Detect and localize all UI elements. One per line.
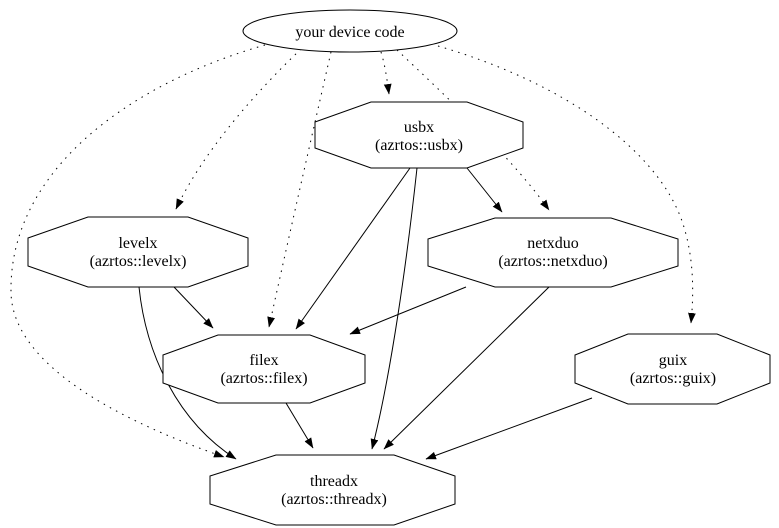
device-ellipse bbox=[242, 9, 458, 53]
node-device: your device code bbox=[242, 9, 458, 53]
guix-octagon bbox=[574, 333, 771, 405]
edge-usbx-threadx bbox=[370, 167, 418, 450]
node-guix: guix (azrtos::guix) bbox=[574, 333, 771, 405]
netxduo-label: netxduo bbox=[527, 235, 579, 252]
usbx-octagon bbox=[314, 101, 524, 169]
edge-usbx-netxduo bbox=[466, 167, 503, 213]
node-usbx: usbx (azrtos::usbx) bbox=[314, 101, 524, 169]
edge-group bbox=[10, 44, 696, 460]
levelx-label: levelx bbox=[118, 235, 157, 252]
edge-guix-threadx bbox=[425, 397, 593, 460]
levelx-octagon bbox=[27, 216, 249, 288]
node-levelx: levelx (azrtos::levelx) bbox=[27, 216, 249, 288]
usbx-label: usbx bbox=[404, 119, 434, 136]
edge-device-levelx bbox=[175, 48, 302, 210]
node-threadx: threadx (azrtos::threadx) bbox=[209, 454, 456, 526]
filex-sublabel: (azrtos::filex) bbox=[220, 370, 307, 387]
edge-usbx-filex bbox=[295, 167, 411, 330]
edge-device-filex bbox=[267, 51, 332, 328]
guix-label: guix bbox=[659, 352, 687, 369]
threadx-sublabel: (azrtos::threadx) bbox=[281, 491, 387, 508]
node-netxduo: netxduo (azrtos::netxduo) bbox=[427, 217, 679, 288]
usbx-sublabel: (azrtos::usbx) bbox=[375, 137, 463, 154]
levelx-sublabel: (azrtos::levelx) bbox=[90, 253, 187, 270]
filex-octagon bbox=[162, 334, 366, 404]
edge-netxduo-filex bbox=[349, 286, 467, 335]
edge-filex-threadx bbox=[285, 402, 314, 449]
netxduo-sublabel: (azrtos::netxduo) bbox=[498, 253, 607, 270]
guix-sublabel: (azrtos::guix) bbox=[630, 370, 716, 387]
threadx-label: threadx bbox=[310, 473, 358, 490]
edge-device-threadx bbox=[10, 44, 266, 458]
filex-label: filex bbox=[249, 352, 278, 369]
edge-netxduo-threadx bbox=[383, 286, 550, 450]
device-label: your device code bbox=[295, 24, 404, 41]
threadx-octagon bbox=[209, 454, 456, 526]
netxduo-octagon bbox=[427, 217, 679, 288]
node-filex: filex (azrtos::filex) bbox=[162, 334, 366, 404]
edge-levelx-filex bbox=[173, 286, 214, 329]
edge-device-usbx bbox=[380, 51, 392, 95]
